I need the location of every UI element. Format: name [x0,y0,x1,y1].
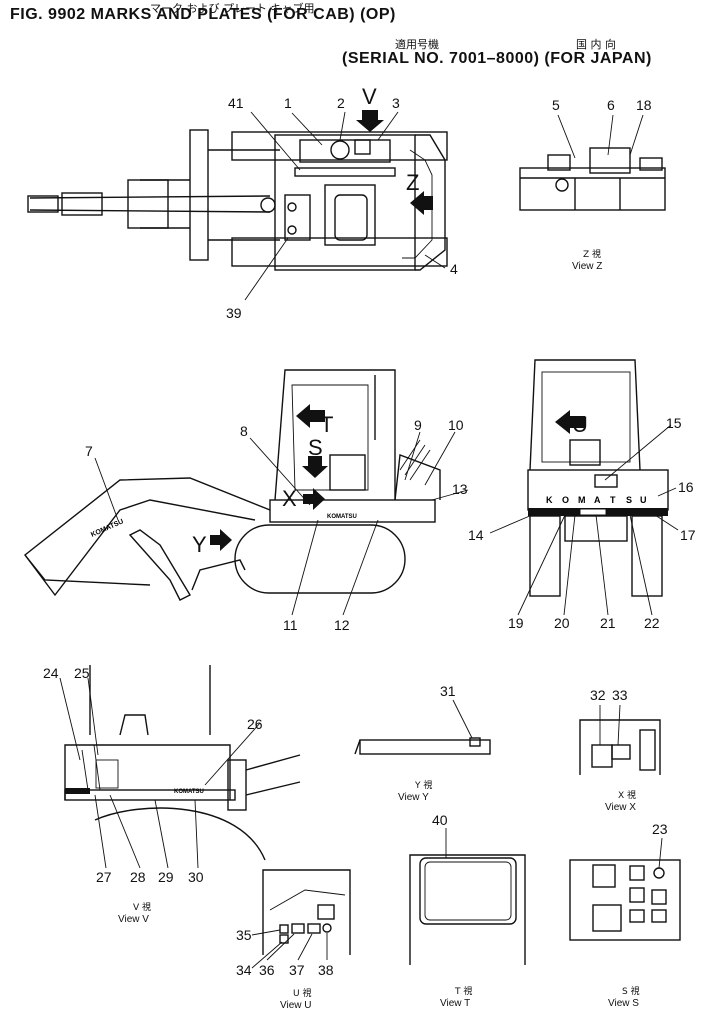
view-x-drawing [579,704,661,775]
view-s-drawing [569,837,681,941]
callout-27: 27 [96,869,112,885]
callout-28: 28 [130,869,146,885]
callout-22: 22 [644,615,660,631]
rear-view-drawing [489,359,679,616]
callout-18: 18 [636,97,652,113]
callout-6: 6 [607,97,615,113]
cw-letter-s: S [626,495,632,505]
callout-16: 16 [678,479,694,495]
caption-view-t-jp: T 視 [454,985,472,997]
top-view-drawing [27,110,448,301]
callout-9: 9 [414,417,422,433]
callout-4: 4 [450,261,458,277]
caption-view-s-jp: S 視 [622,985,640,997]
japanese-country-label: 国 内 向 [576,38,616,51]
caption-view-y-jp: Y 視 [414,779,432,791]
cw-letter-m: M [578,495,586,505]
view-v-drawing [59,665,301,869]
japanese-title: マーク および プレート キャブ用 [150,2,315,15]
callout-23: 23 [652,821,668,837]
cw-letter-u: U [640,495,647,505]
callout-41: 41 [228,95,244,111]
view-label-v: V [362,84,377,109]
callout-2: 2 [337,95,345,111]
callout-11: 11 [283,617,298,633]
callout-40: 40 [432,812,448,828]
view-u-drawing [251,869,351,969]
side-view-drawing [24,369,469,616]
view-y-drawing [354,699,491,755]
side-logo-plate-view-v: KOMATSU [174,789,204,795]
callout-37: 37 [289,962,305,978]
callout-32: 32 [590,687,606,703]
callout-33: 33 [612,687,628,703]
callout-17: 17 [680,527,696,543]
callout-35: 35 [236,927,252,943]
serial-number-label: (SERIAL NO. 7001–8000) (FOR JAPAN) [342,50,652,67]
callout-34: 34 [236,962,252,978]
view-z-drawing [519,114,666,211]
caption-view-z-jp: Z 視 [583,248,601,260]
caption-view-y: View Y [398,792,429,803]
callout-1: 1 [284,95,292,111]
callout-30: 30 [188,869,204,885]
callout-20: 20 [554,615,570,631]
callout-39: 39 [226,305,242,321]
view-label-x: X [282,486,297,511]
callout-10: 10 [448,417,464,433]
view-label-t: T [320,412,333,437]
callout-31: 31 [440,683,456,699]
japanese-serial-label: 適用号機 [395,38,439,51]
callout-13: 13 [452,481,468,497]
callout-38: 38 [318,962,334,978]
caption-view-z: View Z [572,261,602,272]
caption-view-v-jp: V 視 [133,901,151,913]
cw-letter-o: O [562,495,569,505]
callout-8: 8 [240,423,248,439]
callout-19: 19 [508,615,524,631]
view-label-y: Y [192,532,207,557]
boom-logo-plate: KOMATSU [90,518,125,539]
cw-letter-t: T [610,495,616,505]
callout-25: 25 [74,665,90,681]
figure-title: FIG. 9902 MARKS AND PLATES (FOR CAB) (OP… [10,6,396,23]
view-label-s: S [308,435,323,460]
callout-14: 14 [468,527,484,543]
caption-view-x: View X [605,802,636,813]
view-label-z: Z [406,170,419,195]
caption-view-s: View S [608,998,639,1009]
caption-view-t: View T [440,998,470,1009]
caption-view-u-jp: U 視 [293,987,311,999]
callout-3: 3 [392,95,400,111]
caption-view-v: View V [118,914,149,925]
callout-15: 15 [666,415,682,431]
callout-36: 36 [259,962,275,978]
callout-21: 21 [600,615,616,631]
callout-24: 24 [43,665,59,681]
cw-letter-a: A [594,495,601,505]
view-t-drawing [409,828,526,965]
callout-7: 7 [85,443,93,459]
side-logo-plate: KOMATSU [327,514,357,520]
callout-26: 26 [247,716,263,732]
caption-view-x-jp: X 視 [618,789,636,801]
caption-view-u: View U [280,1000,312,1011]
callout-12: 12 [334,617,350,633]
view-label-u: U [572,412,588,437]
counterweight-lettering: K O M A T S U [546,495,647,505]
callout-5: 5 [552,97,560,113]
cw-letter-k: K [546,495,553,505]
callout-29: 29 [158,869,174,885]
